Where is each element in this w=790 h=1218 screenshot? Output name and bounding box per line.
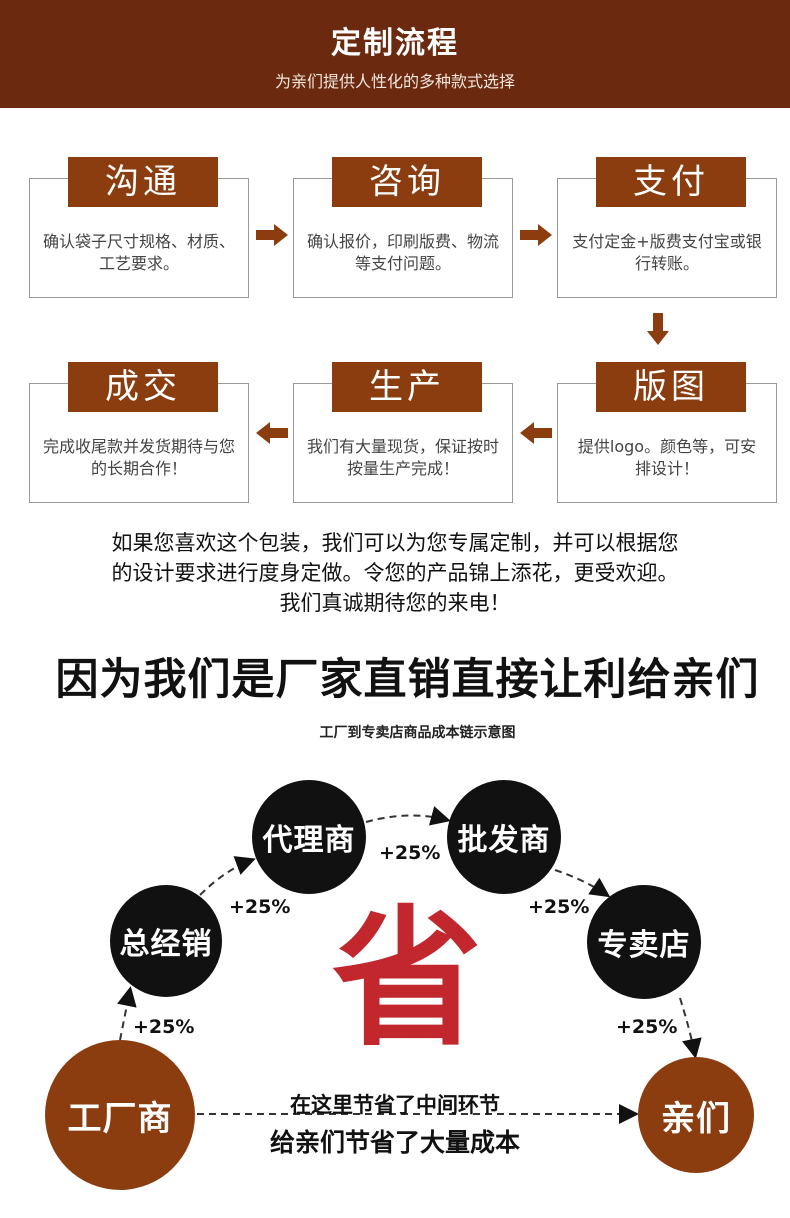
agent-node: 代理商 [252,780,366,894]
arrow-right-icon [520,224,552,246]
connector-distributor-agent [199,856,256,896]
page-subtitle: 为亲们提供人性化的多种款式选择 [274,72,515,91]
step-description: 支付定金+版费支付宝或银行转账。 [572,232,762,273]
connector-factory-distributor [117,986,137,1041]
save-caption-2: 给亲们节省了大量成本 [269,1128,520,1157]
connector-store-customer [679,997,702,1059]
markup-label: +25% [379,842,441,864]
markup-label: +25% [528,896,590,918]
factory-node: 工厂商 [45,1040,195,1190]
store-node: 专卖店 [587,885,701,999]
diagram-title: 工厂到专卖店商品成本链示意图 [319,725,516,741]
step-label: 支付 [596,157,746,207]
save-character: 省 [332,893,483,1067]
step-card-production: 生产 我们有大量现货，保证按时按量生产完成！ [293,362,513,503]
step-description: 确认报价，印刷版费、物流等支付问题。 [306,232,499,273]
wholesaler-node: 批发商 [447,780,561,894]
step-card-consult: 咨询 确认报价，印刷版费、物流等支付问题。 [293,157,513,298]
step-label: 咨询 [332,157,482,207]
page-title: 定制流程 [331,26,459,61]
header-banner: 定制流程 为亲们提供人性化的多种款式选择 [0,0,790,108]
arrow-left-icon [256,422,288,444]
customer-node: 亲们 [638,1057,754,1173]
markup-label: +25% [616,1016,678,1038]
arrow-left-icon [520,422,552,444]
arrow-down-icon [647,313,669,345]
factory-direct-slogan: 因为我们是厂家直销直接让利给亲们 [55,655,760,705]
step-card-design: 版图 提供logo。颜色等，可安排设计！ [557,362,777,503]
step-card-payment: 支付 支付定金+版费支付宝或银行转账。 [557,157,777,298]
step-label: 版图 [596,362,746,412]
step-description: 完成收尾款并发货期待与您的长期合作！ [42,437,235,478]
arrow-right-icon [256,224,288,246]
step-description: 我们有大量现货，保证按时按量生产完成！ [306,437,499,478]
distributor-node: 总经销 [110,885,222,997]
markup-label: +25% [229,896,291,918]
step-description: 确认袋子尺寸规格、材质、工艺要求。 [42,232,235,273]
step-label: 沟通 [68,157,218,207]
connector-wholesaler-store [554,869,611,898]
step-label: 成交 [68,362,218,412]
custom-message: 如果您喜欢这个包装，我们可以为您专属定制，并可以根据您 的设计要求进行度身定做。… [0,528,790,618]
message-line: 我们真诚期待您的来电！ [279,591,511,615]
save-caption-1: 在这里节省了中间环节 [290,1093,500,1117]
step-description: 提供logo。颜色等，可安排设计！ [577,437,757,478]
connector-agent-wholesaler [365,806,451,826]
step-card-communicate: 沟通 确认袋子尺寸规格、材质、工艺要求。 [29,157,249,298]
step-card-deal: 成交 完成收尾款并发货期待与您的长期合作！ [29,362,249,503]
message-line: 的设计要求进行度身定做。令您的产品锦上添花，更受欢迎。 [111,561,679,585]
markup-label: +25% [133,1016,195,1038]
step-label: 生产 [332,362,482,412]
message-line: 如果您喜欢这个包装，我们可以为您专属定制，并可以根据您 [111,531,679,555]
